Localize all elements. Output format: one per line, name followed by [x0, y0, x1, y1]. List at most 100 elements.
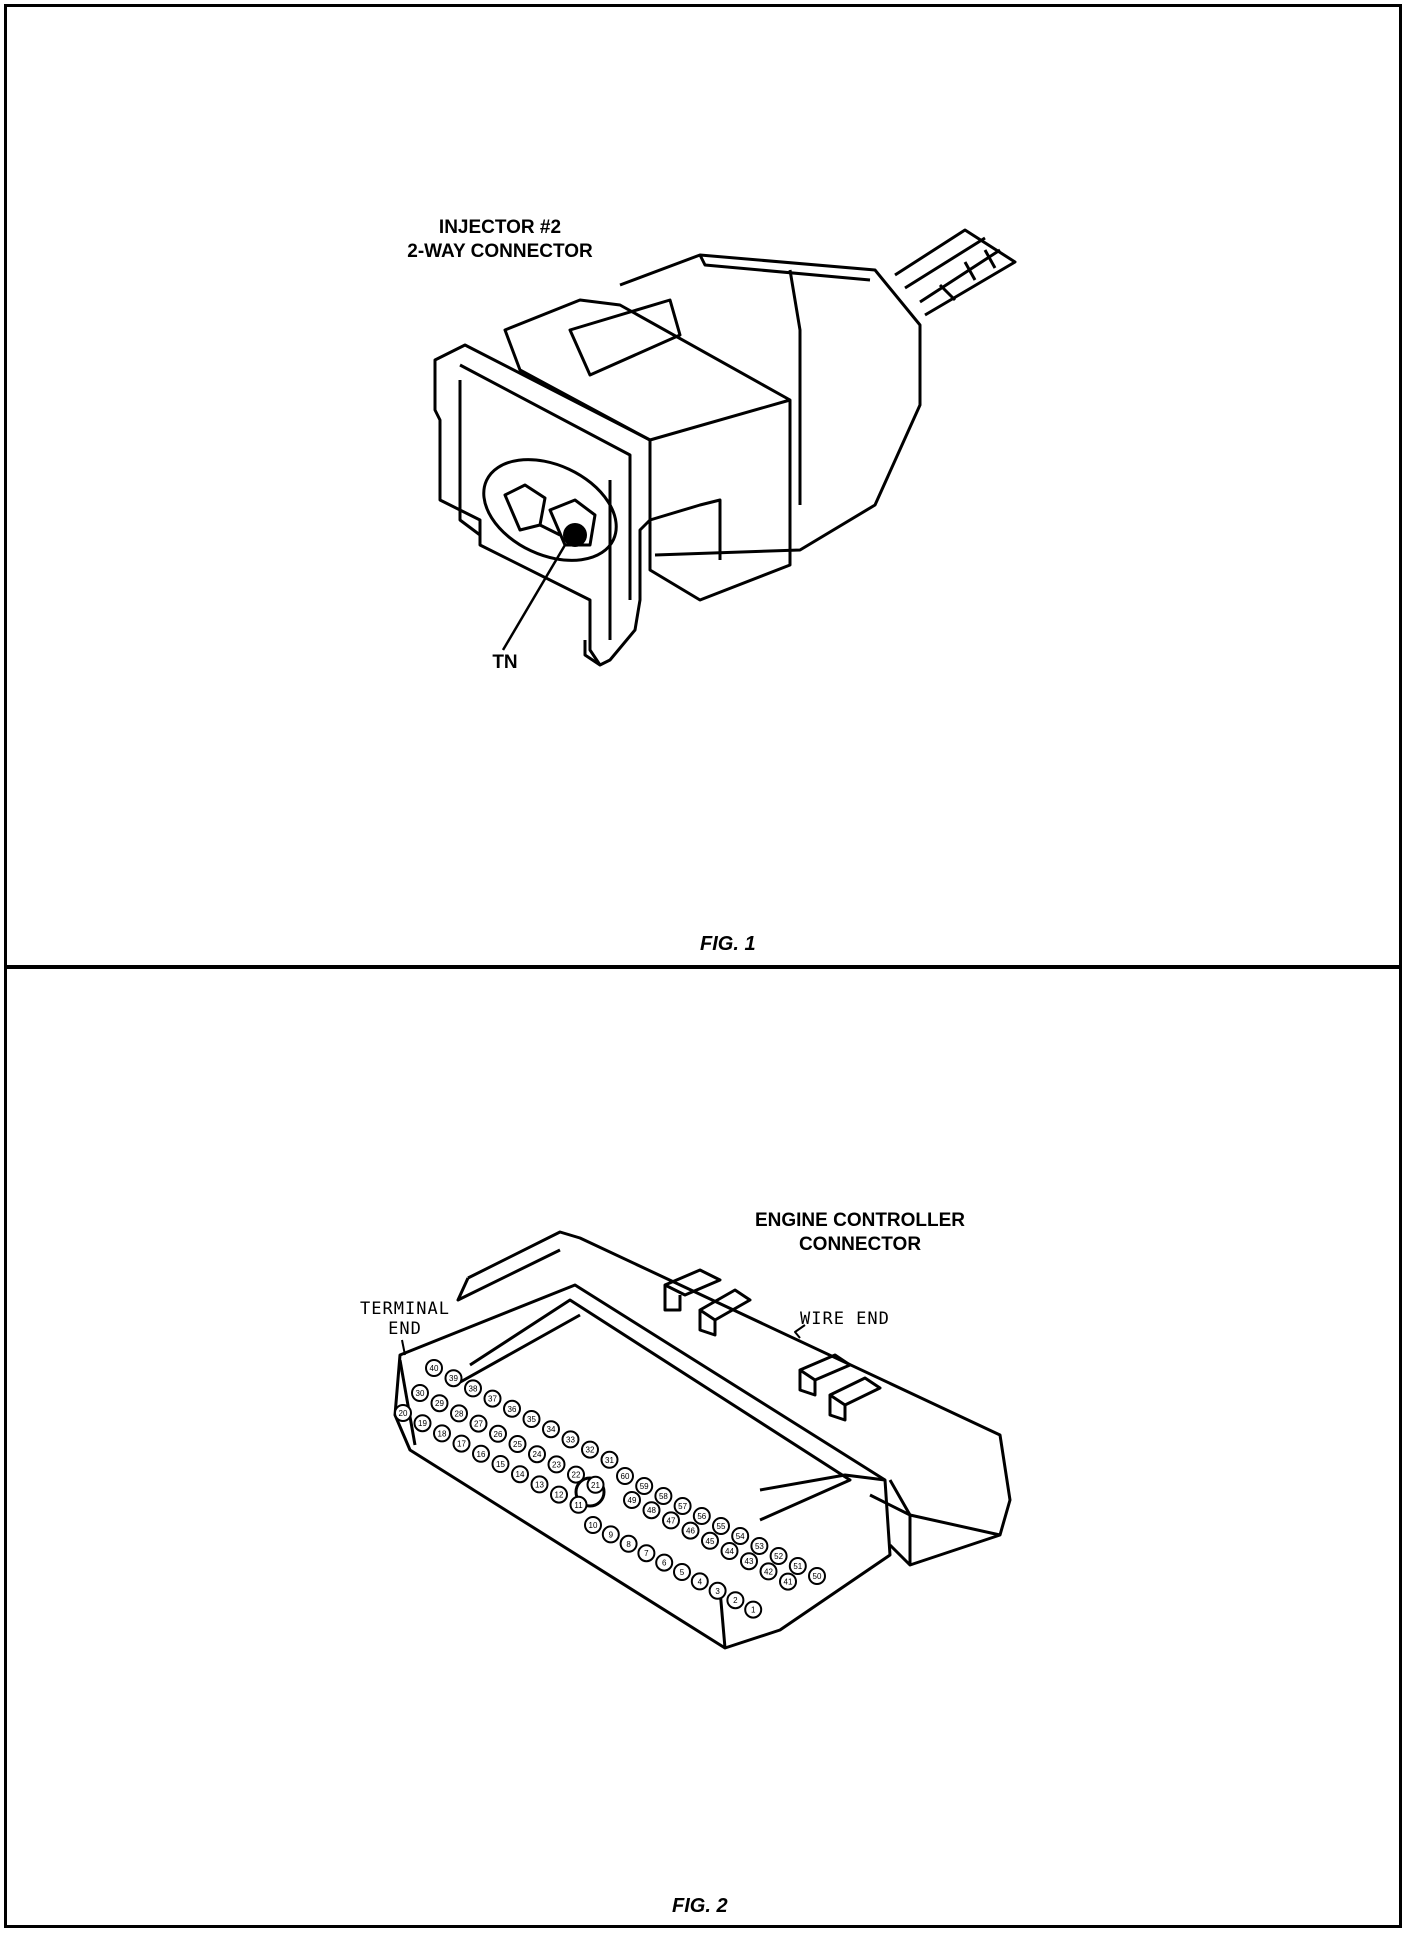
- terminal-end-label-line-1: TERMINAL: [360, 1299, 450, 1319]
- left-mid-pin-label-26: 26: [494, 1430, 503, 1439]
- right-bottom-pin-6: [655, 1553, 674, 1572]
- figure-1-title: INJECTOR #2 2-WAY CONNECTOR: [380, 216, 620, 264]
- terminal-end-label-line-2: END: [388, 1319, 422, 1339]
- left-top-pin-label-33: 33: [566, 1435, 575, 1444]
- right-top-pin-50: [808, 1567, 826, 1585]
- right-mid-pin-label-46: 46: [686, 1527, 695, 1536]
- left-bottom-pin-label-14: 14: [516, 1470, 525, 1479]
- right-mid-pin-49: [623, 1491, 641, 1509]
- right-top-pin-label-56: 56: [697, 1512, 706, 1521]
- right-mid-pin-44: [720, 1542, 739, 1560]
- right-top-pin-label-54: 54: [736, 1532, 745, 1541]
- left-bottom-pin-label-11: 11: [574, 1501, 583, 1510]
- left-mid-pin-label-25: 25: [513, 1440, 522, 1449]
- left-bottom-pin-17: [452, 1434, 471, 1453]
- right-mid-pin-label-43: 43: [745, 1557, 754, 1566]
- right-top-pin-59: [635, 1477, 654, 1495]
- left-bottom-pin-label-18: 18: [438, 1429, 447, 1438]
- left-bottom-pin-label-20: 20: [399, 1409, 408, 1418]
- left-bottom-pin-13: [530, 1475, 549, 1494]
- right-bottom-pin-label-3: 3: [715, 1587, 720, 1596]
- terminal-face: [393, 1283, 892, 1650]
- right-top-pin-53: [750, 1537, 769, 1555]
- left-top-pin-31: [600, 1450, 619, 1469]
- left-top-pin-40: [425, 1359, 443, 1377]
- left-mid-pin-label-22: 22: [572, 1471, 581, 1480]
- left-mid-pin-label-24: 24: [533, 1450, 542, 1459]
- left-mid-pin-29: [430, 1394, 449, 1413]
- right-bottom-pin-5: [673, 1563, 691, 1581]
- left-bottom-pin-20: [394, 1404, 412, 1422]
- right-top-pin-label-51: 51: [793, 1562, 802, 1571]
- left-bottom-pin-label-15: 15: [496, 1460, 505, 1469]
- right-bottom-pin-label-5: 5: [680, 1568, 685, 1577]
- left-top-pin-label-40: 40: [430, 1364, 439, 1373]
- left-bottom-pin-18: [433, 1424, 451, 1443]
- right-top-pin-56: [692, 1507, 711, 1525]
- right-bottom-pin-label-2: 2: [733, 1596, 738, 1605]
- terminal-pins: 4039383736353433323130292827262524232221…: [394, 1359, 826, 1619]
- left-top-pin-35: [522, 1410, 541, 1428]
- left-bottom-pin-label-17: 17: [457, 1440, 466, 1449]
- left-top-pin-label-38: 38: [469, 1384, 478, 1393]
- right-bottom-pin-label-10: 10: [589, 1521, 598, 1530]
- right-bottom-pin-7: [637, 1544, 656, 1563]
- right-mid-pin-label-48: 48: [647, 1506, 656, 1515]
- right-top-pin-label-52: 52: [774, 1552, 783, 1561]
- left-top-pin-label-36: 36: [508, 1405, 517, 1414]
- right-bottom-pin-10: [584, 1516, 602, 1534]
- right-bottom-pin-1: [744, 1600, 763, 1619]
- left-bottom-pin-12: [550, 1485, 568, 1504]
- wire-end-label: WIRE END: [800, 1309, 890, 1329]
- right-bottom-pin-label-1: 1: [751, 1606, 756, 1615]
- right-bottom-pin-label-9: 9: [609, 1530, 614, 1539]
- left-mid-pin-label-28: 28: [455, 1409, 464, 1418]
- left-bottom-pin-16: [472, 1444, 490, 1463]
- figure-2-caption: FIG. 2: [672, 1895, 728, 1917]
- right-top-pin-label-60: 60: [621, 1472, 630, 1481]
- left-bottom-pin-label-19: 19: [418, 1419, 427, 1428]
- figure-1-title-line-1: INJECTOR #2: [438, 217, 562, 238]
- terminal-end-label: TERMINAL END: [350, 1299, 460, 1339]
- figure-2-title-line-2: CONNECTOR: [798, 1234, 922, 1255]
- left-top-pin-36: [503, 1399, 521, 1418]
- right-mid-pin-46: [681, 1521, 700, 1540]
- right-mid-pin-label-42: 42: [764, 1567, 773, 1576]
- right-mid-pin-41: [779, 1572, 797, 1591]
- right-mid-pin-48: [642, 1501, 661, 1520]
- terminal-end-pointer: [401, 1339, 406, 1356]
- right-mid-pin-45: [701, 1531, 719, 1550]
- right-top-pin-54: [731, 1527, 750, 1545]
- right-top-pin-60: [616, 1467, 634, 1485]
- right-bottom-pin-4: [690, 1572, 709, 1591]
- right-mid-pin-42: [759, 1562, 778, 1581]
- controller-housing: [456, 1230, 1012, 1567]
- left-bottom-pin-14: [511, 1465, 529, 1484]
- right-top-pin-58: [654, 1487, 673, 1505]
- left-mid-pin-26: [489, 1424, 507, 1443]
- figure-1-caption: FIG. 1: [700, 933, 756, 955]
- right-bottom-pin-label-8: 8: [626, 1540, 631, 1549]
- right-mid-pin-label-44: 44: [725, 1547, 734, 1556]
- right-top-pin-57: [673, 1497, 692, 1515]
- left-mid-pin-label-29: 29: [435, 1399, 444, 1408]
- right-bottom-pin-2: [726, 1591, 745, 1610]
- tn-label: TN: [492, 652, 518, 673]
- right-bottom-pin-9: [601, 1525, 620, 1544]
- right-mid-pin-47: [662, 1511, 680, 1530]
- left-top-pin-32: [581, 1440, 599, 1459]
- right-top-pin-55: [712, 1517, 730, 1535]
- right-top-pin-label-59: 59: [640, 1482, 649, 1491]
- housing-latches: [663, 1268, 882, 1422]
- figure-2-panel: [4, 966, 1402, 1928]
- left-bottom-pin-11: [569, 1495, 588, 1514]
- left-mid-pin-28: [450, 1404, 468, 1423]
- left-mid-pin-label-27: 27: [474, 1420, 483, 1429]
- right-top-pin-label-53: 53: [755, 1542, 764, 1551]
- right-top-pin-label-55: 55: [717, 1522, 726, 1531]
- left-mid-pin-30: [411, 1384, 429, 1402]
- left-mid-pin-23: [547, 1455, 566, 1474]
- left-top-pin-label-32: 32: [586, 1446, 595, 1455]
